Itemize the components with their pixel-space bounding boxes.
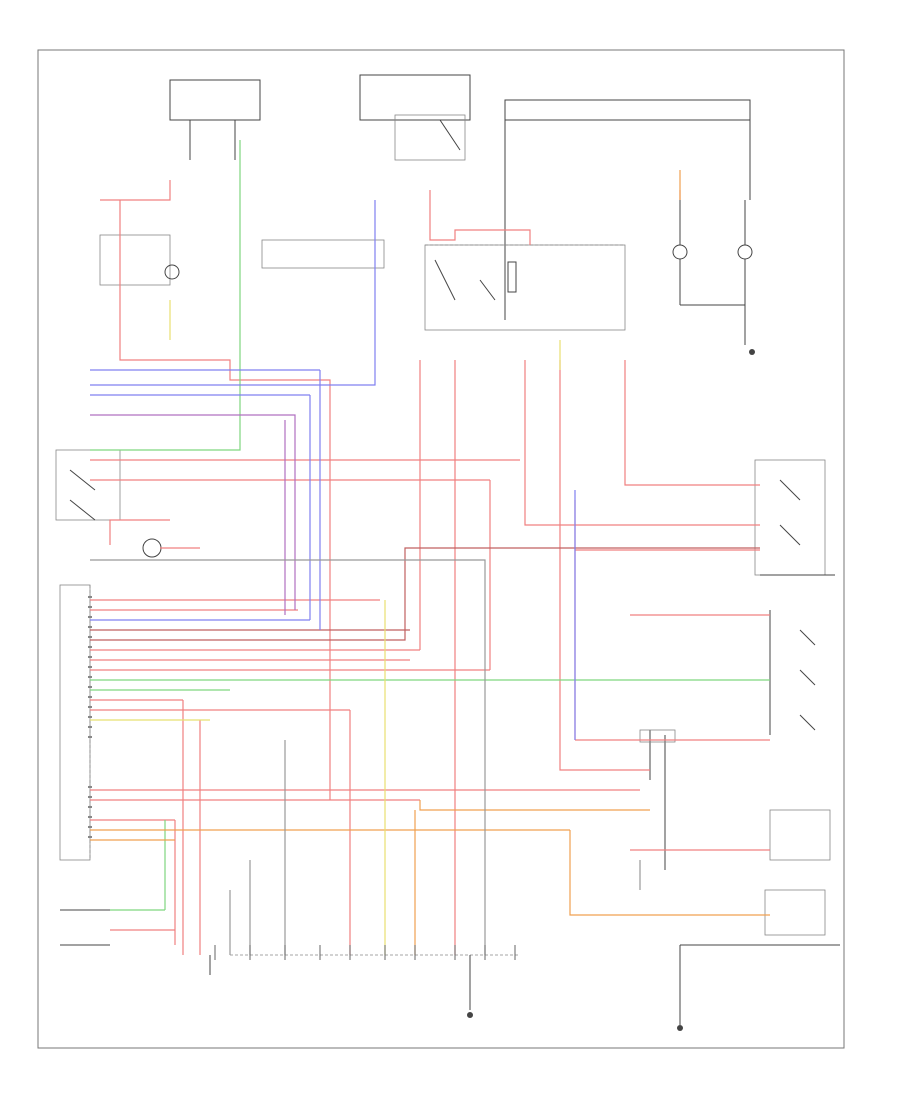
relay-module	[261, 239, 626, 331]
wire-group-red	[90, 180, 770, 955]
wire-group-gray	[90, 559, 641, 955]
diagram-frame	[37, 49, 845, 1049]
bottom-left-connector	[60, 909, 110, 946]
connector-pins	[88, 596, 92, 838]
wire-group-green	[90, 140, 770, 911]
left-top-components	[99, 234, 180, 295]
right-lamps	[672, 200, 755, 355]
left-combination-switch	[55, 449, 162, 558]
right-door-switches	[754, 459, 835, 576]
control-module-connector	[59, 584, 91, 861]
right-lower-switches	[680, 610, 840, 946]
main-relay-box	[394, 99, 751, 320]
junction-block	[639, 729, 676, 870]
wire-group-yellow	[90, 300, 561, 955]
bottom-connector-pins	[214, 945, 516, 960]
wire-group-blue	[90, 200, 576, 740]
wire-group-purple	[90, 414, 296, 615]
bottom-ground-connector	[209, 945, 683, 1031]
wire-group-darkred	[90, 547, 760, 641]
wire-group-orange	[90, 170, 770, 955]
hot-at-all-times-fuses	[169, 74, 471, 160]
